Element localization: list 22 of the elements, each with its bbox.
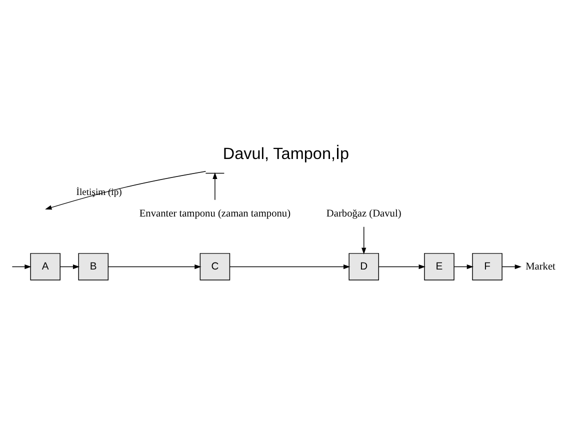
node-text: Market	[526, 261, 556, 272]
arrow	[229, 264, 350, 270]
node-text: Envanter tamponu (zaman tamponu)	[139, 208, 291, 220]
node-box: A	[30, 253, 60, 280]
arrow	[108, 264, 202, 270]
arrow	[454, 264, 474, 270]
arrow	[212, 172, 218, 200]
node-bar	[205, 172, 225, 174]
arrow	[60, 264, 80, 270]
node-box: F	[472, 253, 502, 280]
node-box: C	[200, 253, 230, 280]
arrow	[45, 170, 206, 210]
diagram-title: Davul, Tampon,İp	[222, 144, 350, 163]
arrow	[502, 264, 522, 270]
edge-label: İletişim (ip)	[76, 186, 122, 198]
arrow	[362, 226, 366, 254]
node-box: E	[424, 253, 454, 280]
arrow	[378, 264, 426, 270]
node-box: D	[348, 253, 380, 280]
node-text: Darboğaz (Davul)	[326, 208, 402, 220]
node-box: B	[78, 253, 109, 280]
arrow	[12, 264, 32, 270]
